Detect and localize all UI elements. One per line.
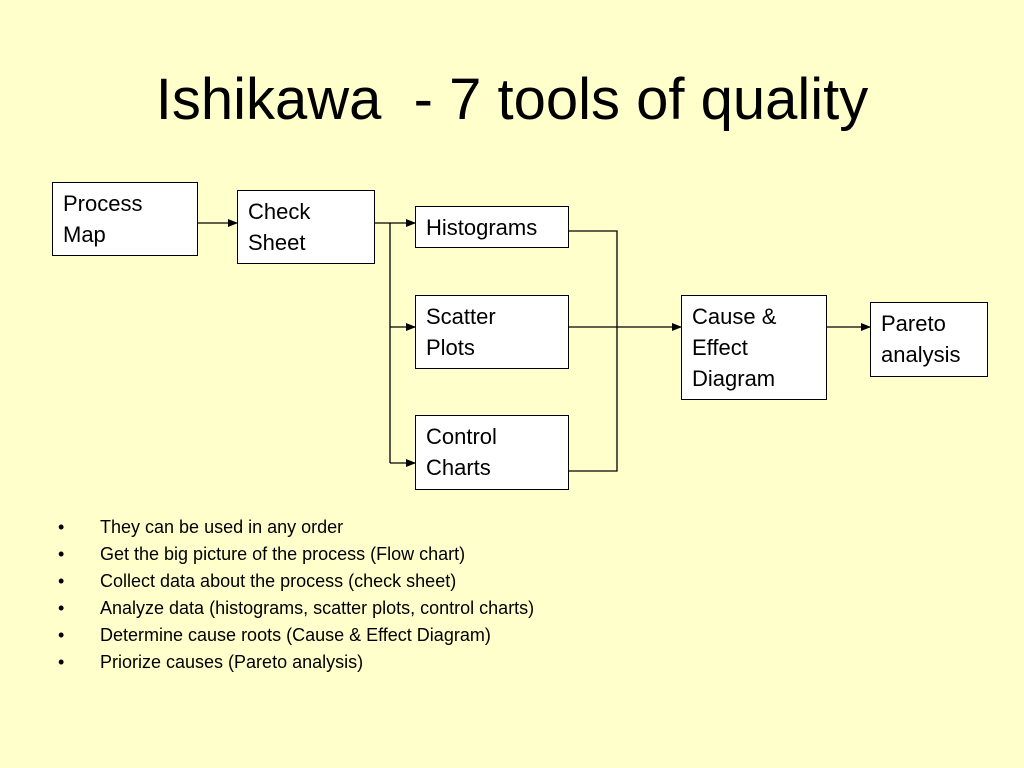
node-process-map: Process Map <box>52 182 198 256</box>
bullet-text: Collect data about the process (check sh… <box>100 571 457 591</box>
bullet-item: • Analyze data (histograms, scatter plots… <box>58 595 534 622</box>
edge-histograms-to-collector <box>568 230 618 327</box>
bullet-dot: • <box>58 625 65 645</box>
bullet-dot: • <box>58 598 65 618</box>
bullet-text: Analyze data (histograms, scatter plots,… <box>100 598 535 618</box>
bullet-text: Determine cause roots (Cause & Effect Di… <box>100 625 491 645</box>
node-cause-effect-diagram: Cause & Effect Diagram <box>681 295 827 400</box>
bullet-item: • Priorize causes (Pareto analysis) <box>58 649 534 676</box>
bullet-item: • Determine cause roots (Cause & Effect D… <box>58 622 534 649</box>
bullet-dot: • <box>58 652 65 672</box>
node-check-sheet: Check Sheet <box>237 190 375 264</box>
edge-control-charts-to-collector <box>568 327 618 472</box>
bullet-text: Get the big picture of the process (Flow… <box>100 544 466 564</box>
bullet-text: Priorize causes (Pareto analysis) <box>100 652 364 672</box>
bullet-list: • They can be used in any order • Get the … <box>58 514 534 676</box>
node-scatter-plots: Scatter Plots <box>415 295 569 369</box>
node-control-charts: Control Charts <box>415 415 569 490</box>
slide-title: Ishikawa - 7 tools of quality <box>155 67 869 132</box>
node-histograms: Histograms <box>415 206 569 248</box>
bullet-item: • Collect data about the process (check s… <box>58 568 534 595</box>
bullet-dot: • <box>58 544 65 564</box>
node-pareto-analysis: Pareto analysis <box>870 302 988 377</box>
bullet-item: • They can be used in any order <box>58 514 534 541</box>
bullet-dot: • <box>58 517 65 537</box>
bullet-text: They can be used in any order <box>100 517 344 537</box>
bullet-dot: • <box>58 571 65 591</box>
bullet-item: • Get the big picture of the process (Flo… <box>58 541 534 568</box>
